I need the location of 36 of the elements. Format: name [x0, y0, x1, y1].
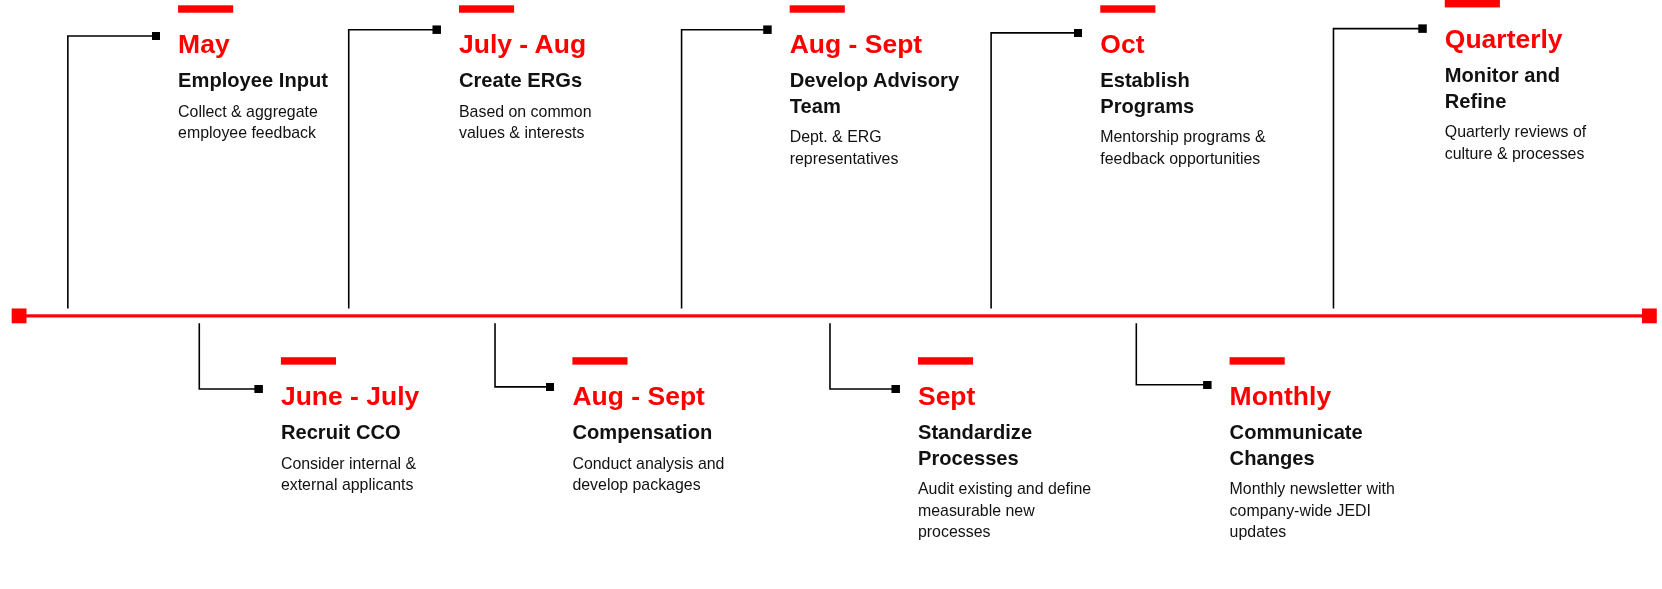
milestone-description: Monthly newsletter with company-wide JEDI updates: [1229, 478, 1396, 543]
date-label: June - July: [280, 379, 421, 412]
date-label: Aug - Sept: [572, 379, 706, 412]
date-label: Monthly: [1229, 379, 1333, 412]
milestone-title: Establish Programs: [1100, 67, 1196, 120]
connector-line: [198, 322, 263, 394]
milestone-description: Consider internal & external applicants: [280, 452, 418, 495]
milestone-description: Based on common values & interests: [459, 100, 593, 143]
date-label: Quarterly: [1444, 22, 1564, 55]
date-label: May: [178, 27, 231, 60]
connector-line: [680, 25, 772, 310]
connector-line: [347, 25, 441, 310]
milestone-title: Develop Advisory Team: [789, 67, 961, 120]
connector-line: [829, 322, 900, 394]
milestone-description: Mentorship programs & feedback opportunities: [1100, 126, 1267, 170]
milestone-title: Monitor and Refine: [1444, 62, 1561, 115]
connector-line: [990, 28, 1083, 310]
milestone-description: Dept. & ERG representatives: [789, 126, 900, 170]
connector-line: [1135, 322, 1212, 389]
milestone-title: Standardize Processes: [917, 419, 1034, 472]
milestone-title: Recruit CCO: [280, 419, 402, 446]
milestone-description: Quarterly reviews of culture & processes: [1444, 121, 1588, 164]
connector-line: [67, 31, 161, 310]
date-label: Oct: [1100, 27, 1146, 60]
milestone-title: Employee Input: [178, 67, 330, 94]
milestone-description: Audit existing and define measurable new processes: [917, 478, 1093, 543]
date-label: Sept: [917, 379, 977, 412]
milestone-title: Compensation: [572, 419, 714, 446]
milestone-title: Communicate Changes: [1229, 419, 1364, 472]
date-label: Aug - Sept: [789, 27, 924, 60]
date-label: July - Aug: [459, 27, 588, 60]
milestone-title: Create ERGs: [459, 67, 584, 94]
connector-line: [1332, 24, 1427, 310]
milestone-description: Conduct analysis and develop packages: [572, 452, 726, 495]
connector-line: [494, 322, 555, 392]
milestone-description: Collect & aggregate employee feedback: [178, 100, 319, 143]
